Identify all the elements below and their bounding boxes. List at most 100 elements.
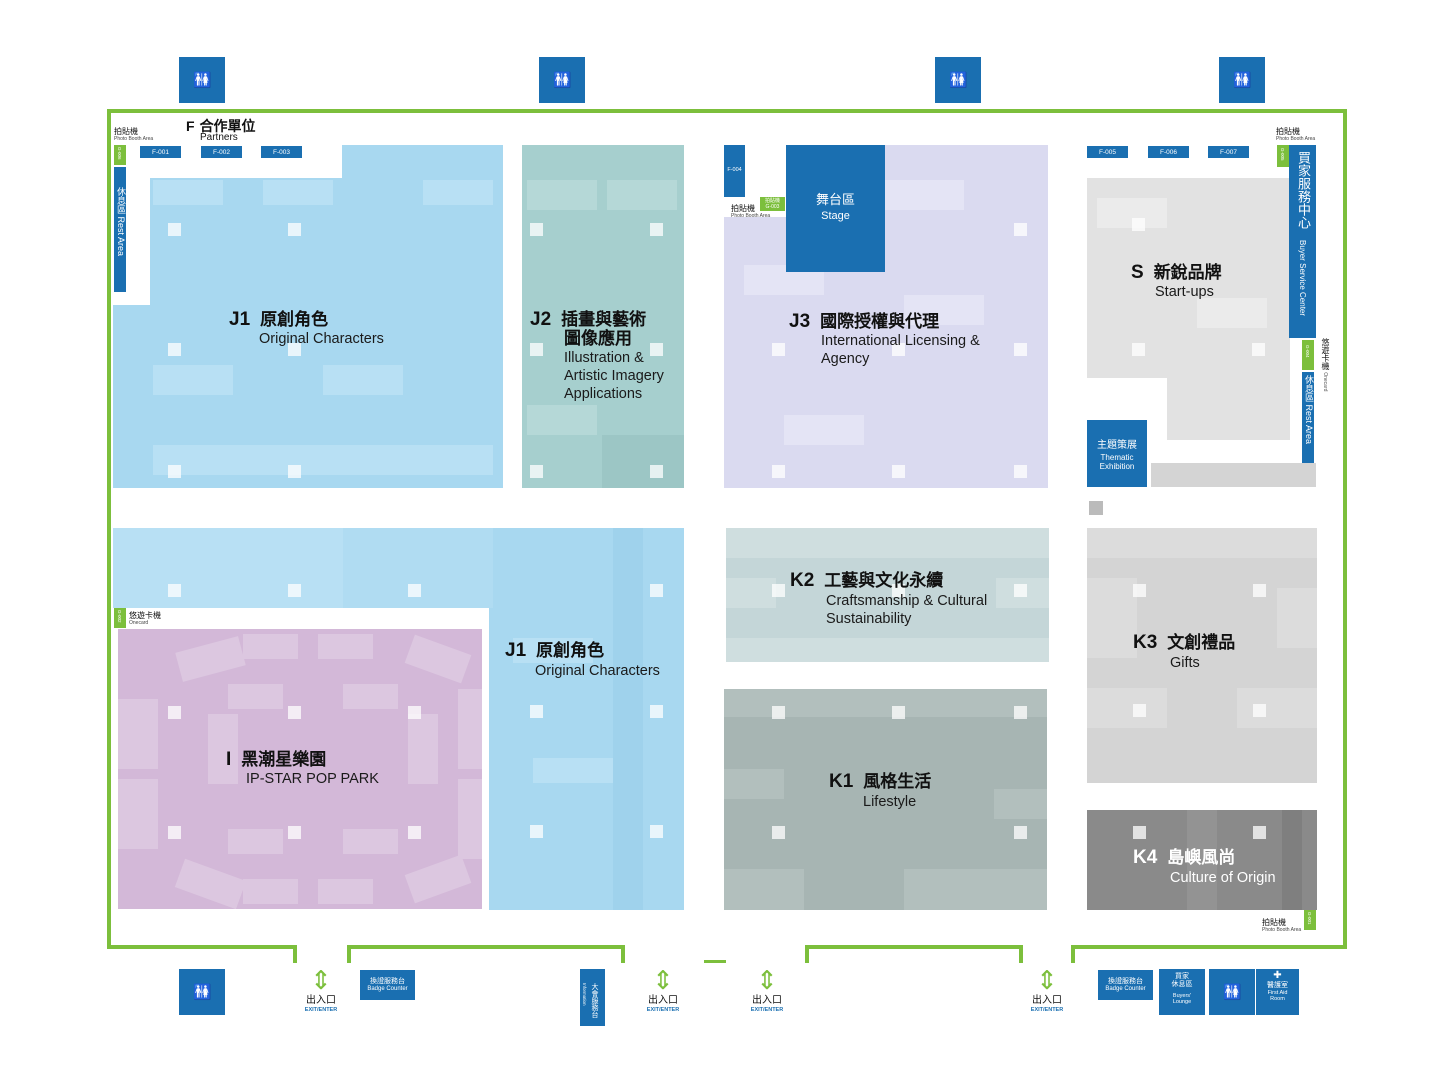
zone-k3-en: Gifts	[1170, 655, 1200, 671]
zone-j1-top-en: Original Characters	[259, 331, 384, 347]
zone-k3[interactable]	[1087, 528, 1317, 783]
zone-j2-title-line2: 圖像應用	[564, 329, 632, 348]
hall-border-bottom	[293, 945, 297, 963]
hall-border-bottom	[805, 945, 1023, 949]
exit-arrow-icon: ⇕	[1036, 965, 1058, 995]
photo-booth-label-en: Photo Booth Area	[1262, 927, 1302, 933]
zone-j3-en: International Licensing &	[821, 333, 980, 349]
hall-border-right	[1343, 109, 1347, 949]
hall-border-top	[107, 109, 1347, 113]
exit-enter-3[interactable]: ⇕ 出入口 EXIT/ENTER	[737, 965, 797, 1014]
restroom-icon: 🚻	[1219, 57, 1265, 103]
easycard-tag: G-002	[114, 608, 126, 628]
booth-f-006[interactable]: F-006	[1148, 146, 1189, 158]
photo-booth-tag: G-001	[1304, 910, 1316, 930]
hall-border-bottom	[805, 945, 809, 963]
zone-i[interactable]	[118, 629, 482, 909]
first-aid-icon: ✚	[1273, 970, 1282, 981]
photo-booth-label: 拍貼機	[114, 127, 138, 136]
photo-booth-label-en: Photo Booth Area	[114, 136, 154, 142]
zone-k1[interactable]	[724, 689, 1047, 910]
badge-counter-1[interactable]: 換證服務台 Badge Counter	[360, 970, 415, 1000]
photo-booth-label: 拍貼機	[1262, 918, 1286, 927]
photo-booth-label: 拍貼機	[731, 204, 755, 213]
zone-i-en: IP-STAR POP PARK	[246, 771, 379, 787]
hall-border-left	[107, 109, 111, 949]
zone-j1-bottom-en: Original Characters	[535, 663, 660, 679]
zone-k1-en: Lifestyle	[863, 794, 917, 810]
badge-counter-2[interactable]: 換證服務台 Badge Counter	[1098, 970, 1153, 1000]
rest-area-left[interactable]: 休息區 Rest Area	[114, 167, 126, 292]
zone-j2-en-line3: Applications	[564, 386, 643, 402]
hall-border-bottom	[347, 945, 351, 963]
booth-f-003[interactable]: F-003	[261, 146, 302, 158]
photo-booth-label-en: Photo Booth Area	[1276, 136, 1316, 142]
zone-k2-en: Craftsmanship & Cultural	[826, 593, 988, 609]
partners-en: Partners	[200, 132, 238, 143]
easycard-label-en: Onecard	[129, 620, 149, 626]
zone-j3-en-line2: Agency	[821, 351, 870, 367]
booth-f-001[interactable]: F-001	[140, 146, 181, 158]
photo-booth-tag: G-005	[1277, 145, 1289, 167]
restroom-icon: 🚻	[935, 57, 981, 103]
restroom-icon: 🚻	[539, 57, 585, 103]
zone-k4-en: Culture of Origin	[1170, 870, 1276, 886]
photo-booth-label: 拍貼機	[1276, 127, 1300, 136]
zone-j2-en: Illustration &	[564, 350, 644, 366]
hall-border-bottom	[107, 945, 297, 949]
zone-k2-en-line2: Sustainability	[826, 611, 912, 627]
hall-border-bottom	[621, 945, 625, 963]
booth-f-002[interactable]: F-002	[201, 146, 242, 158]
exit-enter-4[interactable]: ⇕ 出入口 EXIT/ENTER	[1017, 965, 1077, 1014]
hall-border-bottom	[1019, 945, 1023, 963]
storage-strip	[1151, 463, 1316, 487]
exit-enter-2[interactable]: ⇕ 出入口 EXIT/ENTER	[633, 965, 693, 1014]
zone-k4[interactable]	[1087, 810, 1317, 910]
photo-booth-label-en: Photo Booth Area	[731, 213, 771, 219]
stage-area[interactable]: 舞台區 Stage	[786, 145, 885, 272]
restroom-icon: 🚻	[179, 57, 225, 103]
zone-k2[interactable]	[726, 528, 1049, 662]
stage-en: Stage	[821, 210, 850, 222]
exit-arrow-icon: ⇕	[310, 965, 332, 995]
photo-booth-tag: G-006	[114, 145, 126, 165]
restroom-icon: 🚻	[179, 969, 225, 1015]
hall-border-bottom	[1071, 945, 1075, 963]
hall-border-bottom	[347, 945, 625, 949]
exit-arrow-icon: ⇕	[756, 965, 778, 995]
information-desk[interactable]: 大會服務台 Information	[580, 969, 605, 1026]
zone-s[interactable]	[1087, 178, 1290, 440]
hall-border-bottom	[704, 960, 726, 963]
booth-f-005[interactable]: F-005	[1087, 146, 1128, 158]
zone-s-en: Start-ups	[1155, 284, 1214, 300]
thematic-zh: 主題策展	[1097, 440, 1137, 451]
booth-f-007[interactable]: F-007	[1208, 146, 1249, 158]
zone-j2-en-line2: Artistic Imagery	[564, 368, 664, 384]
restroom-icon: 🚻	[1209, 969, 1255, 1015]
easycard-label: 悠遊卡機	[129, 611, 161, 620]
stage-zh: 舞台區	[815, 192, 855, 207]
booth-f-004[interactable]: F-004	[724, 145, 745, 197]
buyers-lounge[interactable]: 買家休息區 Buyers'Lounge	[1159, 969, 1205, 1015]
zone-j2[interactable]	[522, 145, 684, 488]
exit-enter-1[interactable]: ⇕ 出入口 EXIT/ENTER	[291, 965, 351, 1014]
easycard-label: 悠遊卡機 Onecard	[1321, 338, 1330, 392]
small-pillar	[1089, 501, 1103, 515]
zone-j1-top[interactable]	[113, 145, 503, 488]
buyer-service-center[interactable]: 買家服務中心 Buyer Service Center	[1289, 145, 1316, 338]
rest-area-right[interactable]: 休息區 Rest Area	[1302, 372, 1314, 463]
